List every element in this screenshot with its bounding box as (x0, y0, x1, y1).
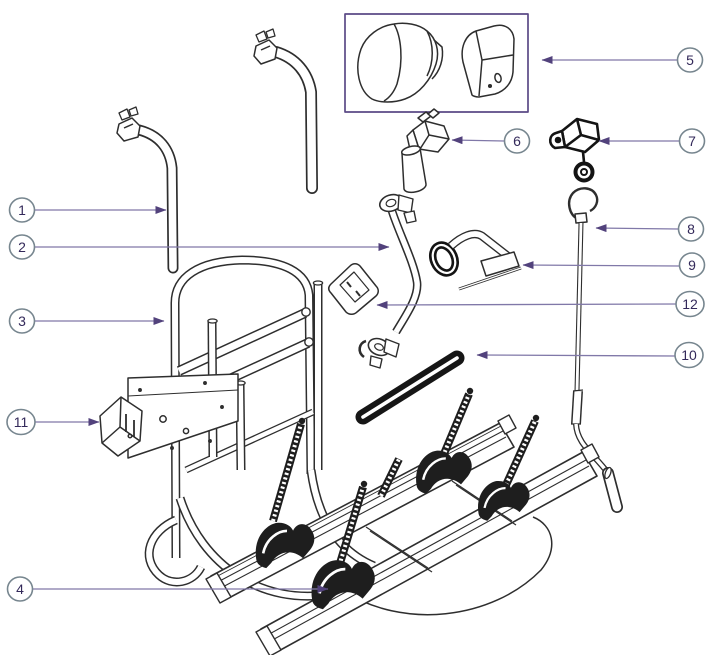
callout-circle (503, 128, 531, 154)
callout-2: 2 (8, 234, 36, 260)
part-12-bumper-pad (328, 263, 379, 315)
callout-8: 8 (677, 216, 705, 242)
callouts: 1 2 3 4 5 6 7 8 (6, 47, 706, 602)
callout-circle (678, 252, 706, 278)
part-2-support-arm (358, 193, 422, 369)
callout-circle (674, 341, 704, 369)
callout-circle (678, 128, 706, 154)
callout-7: 7 (678, 128, 706, 154)
leader-line-6 (451, 136, 505, 145)
callout-circle (8, 197, 36, 223)
callout-circle (6, 408, 36, 436)
callout-10: 10 (674, 341, 704, 369)
callout-number: 6 (513, 133, 521, 149)
callout-number: 10 (681, 347, 697, 363)
callout-number: 1 (18, 202, 26, 218)
part-10-rubber-strap (355, 350, 465, 425)
callout-circle (675, 290, 705, 318)
callout-6: 6 (503, 128, 531, 154)
callout-number: 2 (18, 239, 26, 255)
leader-line-12 (376, 300, 678, 309)
callout-5: 5 (676, 47, 704, 73)
callout-number: 7 (688, 133, 696, 149)
leader-line-10 (476, 351, 676, 360)
part-4-wheel-rail-assembly (205, 387, 600, 655)
part-11-bumper-bracket (99, 396, 143, 457)
callout-circle (677, 216, 705, 242)
callout-circle (8, 234, 36, 260)
callout-1: 1 (8, 197, 36, 223)
callout-circle (676, 47, 704, 73)
callout-number: 5 (686, 52, 694, 68)
callout-number: 9 (688, 257, 696, 273)
callout-number: 4 (16, 581, 24, 597)
callout-circle (6, 576, 34, 602)
callout-number: 12 (682, 296, 698, 312)
callout-number: 11 (14, 414, 29, 430)
part-6-locking-knob (400, 108, 450, 194)
part-7-lock-cube-ring (548, 117, 601, 183)
callout-4: 4 (6, 576, 34, 602)
leader-line-9 (522, 261, 680, 270)
callout-12: 12 (675, 290, 705, 318)
leader-line-8 (595, 224, 679, 233)
part-1-support-tube-left (116, 106, 179, 274)
callout-11: 11 (6, 408, 36, 436)
leader-lines (33, 56, 680, 593)
callout-9: 9 (678, 252, 706, 278)
part-9-strap-bracket (428, 229, 522, 291)
part-1-support-tube-right (253, 28, 318, 194)
callout-number: 3 (18, 313, 26, 329)
callout-number: 8 (687, 221, 695, 237)
callout-circle (8, 308, 36, 334)
part-8-tension-rod (567, 187, 623, 513)
part-5-cover-caps-box (344, 13, 529, 113)
callout-3: 3 (8, 308, 36, 334)
